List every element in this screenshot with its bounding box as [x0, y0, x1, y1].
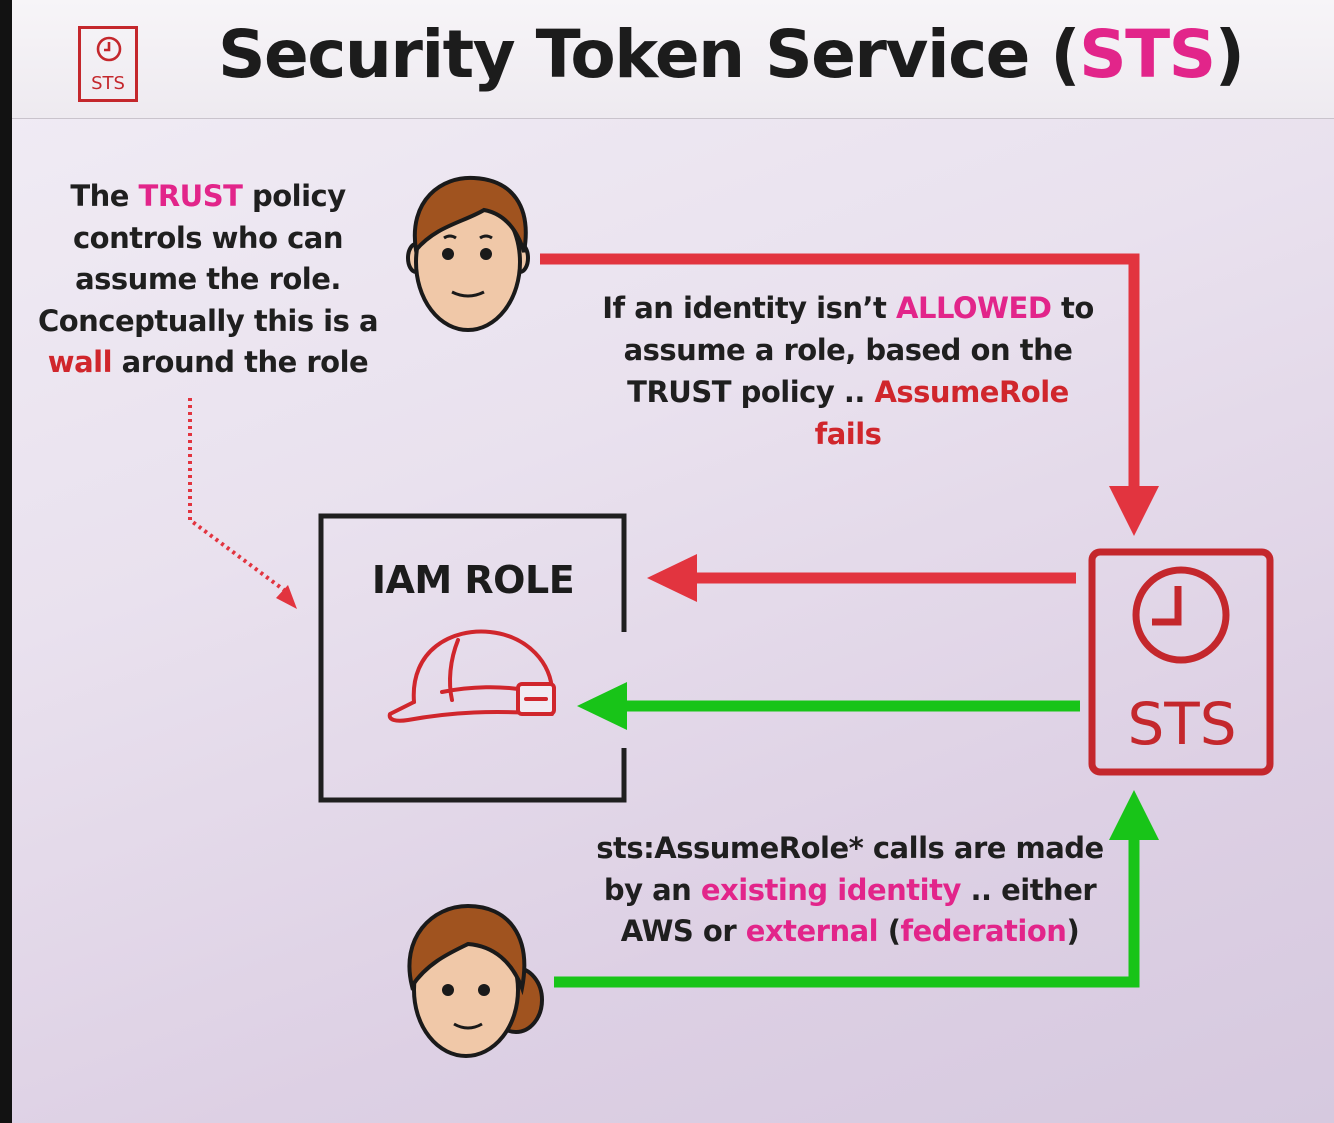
- trust-note-line-5: wall around the role: [32, 342, 384, 384]
- wall-keyword: wall: [48, 345, 112, 379]
- trust-policy-note: The TRUST policy controls who can assume…: [32, 176, 384, 384]
- trust-note-line-2: controls who can: [32, 218, 384, 260]
- assume-note-line-1: sts:AssumeRole* calls are made: [594, 828, 1106, 870]
- slide: STS Security Token Service (STS): [12, 0, 1334, 1123]
- allowed-note-text: If an identity isn’t: [602, 291, 896, 325]
- assume-note-text: AWS or: [621, 914, 746, 948]
- assume-note-text: by an: [604, 873, 701, 907]
- assume-note-line-2: by an existing identity .. either: [594, 870, 1106, 912]
- allowed-note-line-1: If an identity isn’t ALLOWED to: [598, 287, 1098, 329]
- trust-note-text: The: [70, 179, 138, 213]
- trust-note-line-3: assume the role.: [32, 259, 384, 301]
- allowed-note-line-3: TRUST policy .. AssumeRole fails: [598, 371, 1098, 455]
- red-arrow-to-role: [647, 554, 1076, 602]
- allowed-note: If an identity isn’t ALLOWED to assume a…: [598, 287, 1098, 455]
- female-user-icon: [409, 906, 542, 1056]
- allowed-keyword: ALLOWED: [896, 291, 1051, 325]
- external-keyword: external: [746, 914, 878, 948]
- trust-note-line-4: Conceptually this is a: [32, 301, 384, 343]
- assume-note-line-3: AWS or external (federation): [594, 911, 1106, 953]
- trust-keyword: TRUST: [139, 179, 243, 213]
- hard-hat-icon: [390, 632, 554, 721]
- trust-note-text: policy: [242, 179, 345, 213]
- trust-note-line-1: The TRUST policy: [32, 176, 384, 218]
- clock-icon: [1136, 570, 1226, 660]
- assume-note-text: .. either: [961, 873, 1096, 907]
- green-arrow-to-role: [577, 682, 1080, 730]
- assume-role-note: sts:AssumeRole* calls are made by an exi…: [594, 828, 1106, 953]
- sts-label: STS: [1092, 690, 1272, 758]
- allowed-note-text: TRUST policy ..: [627, 375, 874, 409]
- diagram-canvas: [12, 0, 1334, 1123]
- allowed-note-text: to: [1051, 291, 1093, 325]
- iam-role-label: IAM ROLE: [322, 558, 624, 602]
- trust-note-text: around the role: [112, 345, 368, 379]
- trust-pointer: [190, 398, 297, 609]
- male-user-icon: [408, 178, 528, 330]
- assume-note-text: (: [878, 914, 900, 948]
- federation-keyword: federation: [900, 914, 1066, 948]
- existing-identity-keyword: existing identity: [701, 873, 961, 907]
- allowed-note-line-2: assume a role, based on the: [598, 329, 1098, 371]
- assume-note-text: ): [1066, 914, 1079, 948]
